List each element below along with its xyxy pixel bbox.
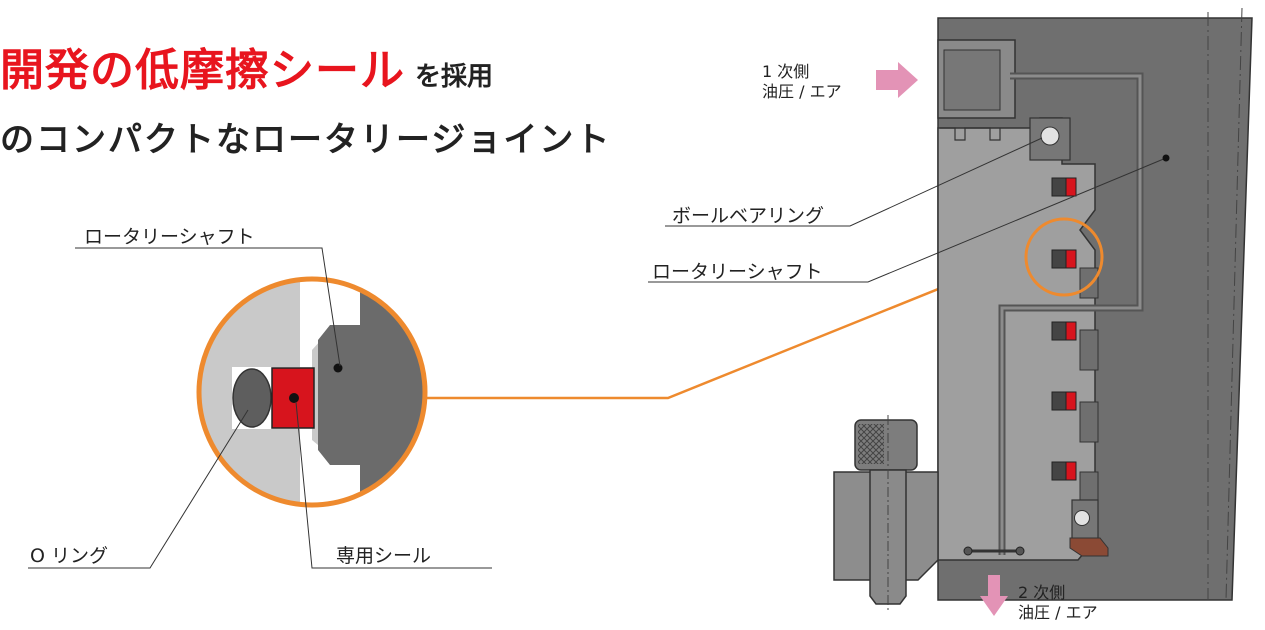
detail-shaft-dot — [333, 363, 343, 373]
detail-seal-dot — [289, 393, 299, 403]
leader-o-ring — [28, 409, 249, 569]
top-bearing-ball — [1040, 126, 1060, 146]
rotary-shaft-dot — [1162, 154, 1170, 162]
leader-dedicated-seal — [295, 401, 492, 569]
primary-port-line2: 油圧 / エア — [762, 82, 842, 101]
secondary-port-line2: 油圧 / エア — [1018, 603, 1098, 622]
primary-flow-arrow-icon — [876, 62, 918, 98]
secondary-port-line1: 2 次側 — [1018, 583, 1066, 602]
label-o-ring: O リング — [30, 545, 108, 567]
flow-channel-inner — [1000, 74, 1142, 555]
label-dedicated-seal: 専用シール — [336, 545, 432, 567]
bottom-retainer — [1069, 537, 1109, 557]
primary-port-label: 1 次側 油圧 / エア — [762, 62, 842, 102]
bottom-port-dot-left — [963, 546, 973, 556]
headline: 開発の低摩擦シールを採用 — [0, 34, 493, 98]
label-rotary-shaft: ロータリーシャフト — [652, 261, 823, 283]
main-cross-section — [833, 7, 1253, 612]
bottom-bearing-ball — [1074, 510, 1090, 526]
top-notches — [940, 127, 1001, 141]
leader-ball-bearing — [665, 137, 1043, 227]
section-magnifier-ring — [1024, 217, 1104, 297]
bottom-port-dot-right — [1015, 546, 1025, 556]
magnifier-connector-line — [425, 250, 1031, 400]
headline-suffix: を採用 — [415, 62, 494, 92]
headline-main: 開発の低摩擦シール — [0, 45, 405, 96]
label-ball-bearing: ボールベアリング — [672, 205, 825, 227]
label-rotary-shaft-detail: ロータリーシャフト — [84, 226, 255, 248]
leader-rotary-shaft-detail — [75, 247, 341, 367]
headline-subtitle: のコンパクトなロータリージョイント — [0, 120, 612, 160]
bolt-knurl — [858, 424, 884, 464]
detail-o-ring — [232, 368, 272, 428]
secondary-flow-arrow-icon — [980, 575, 1008, 616]
center-line-2 — [1225, 7, 1243, 601]
magnifier-detail — [196, 276, 428, 508]
secondary-port-label: 2 次側 油圧 / エア — [1018, 583, 1098, 623]
shaft-seals — [1051, 177, 1077, 481]
leader-rotary-shaft — [648, 157, 1167, 283]
magnifier-ring — [196, 276, 428, 508]
shaft-teeth — [1079, 267, 1099, 513]
primary-port-line1: 1 次側 — [762, 62, 810, 81]
detail-dedicated-seal — [271, 367, 315, 429]
top-port-bore — [943, 49, 1001, 111]
